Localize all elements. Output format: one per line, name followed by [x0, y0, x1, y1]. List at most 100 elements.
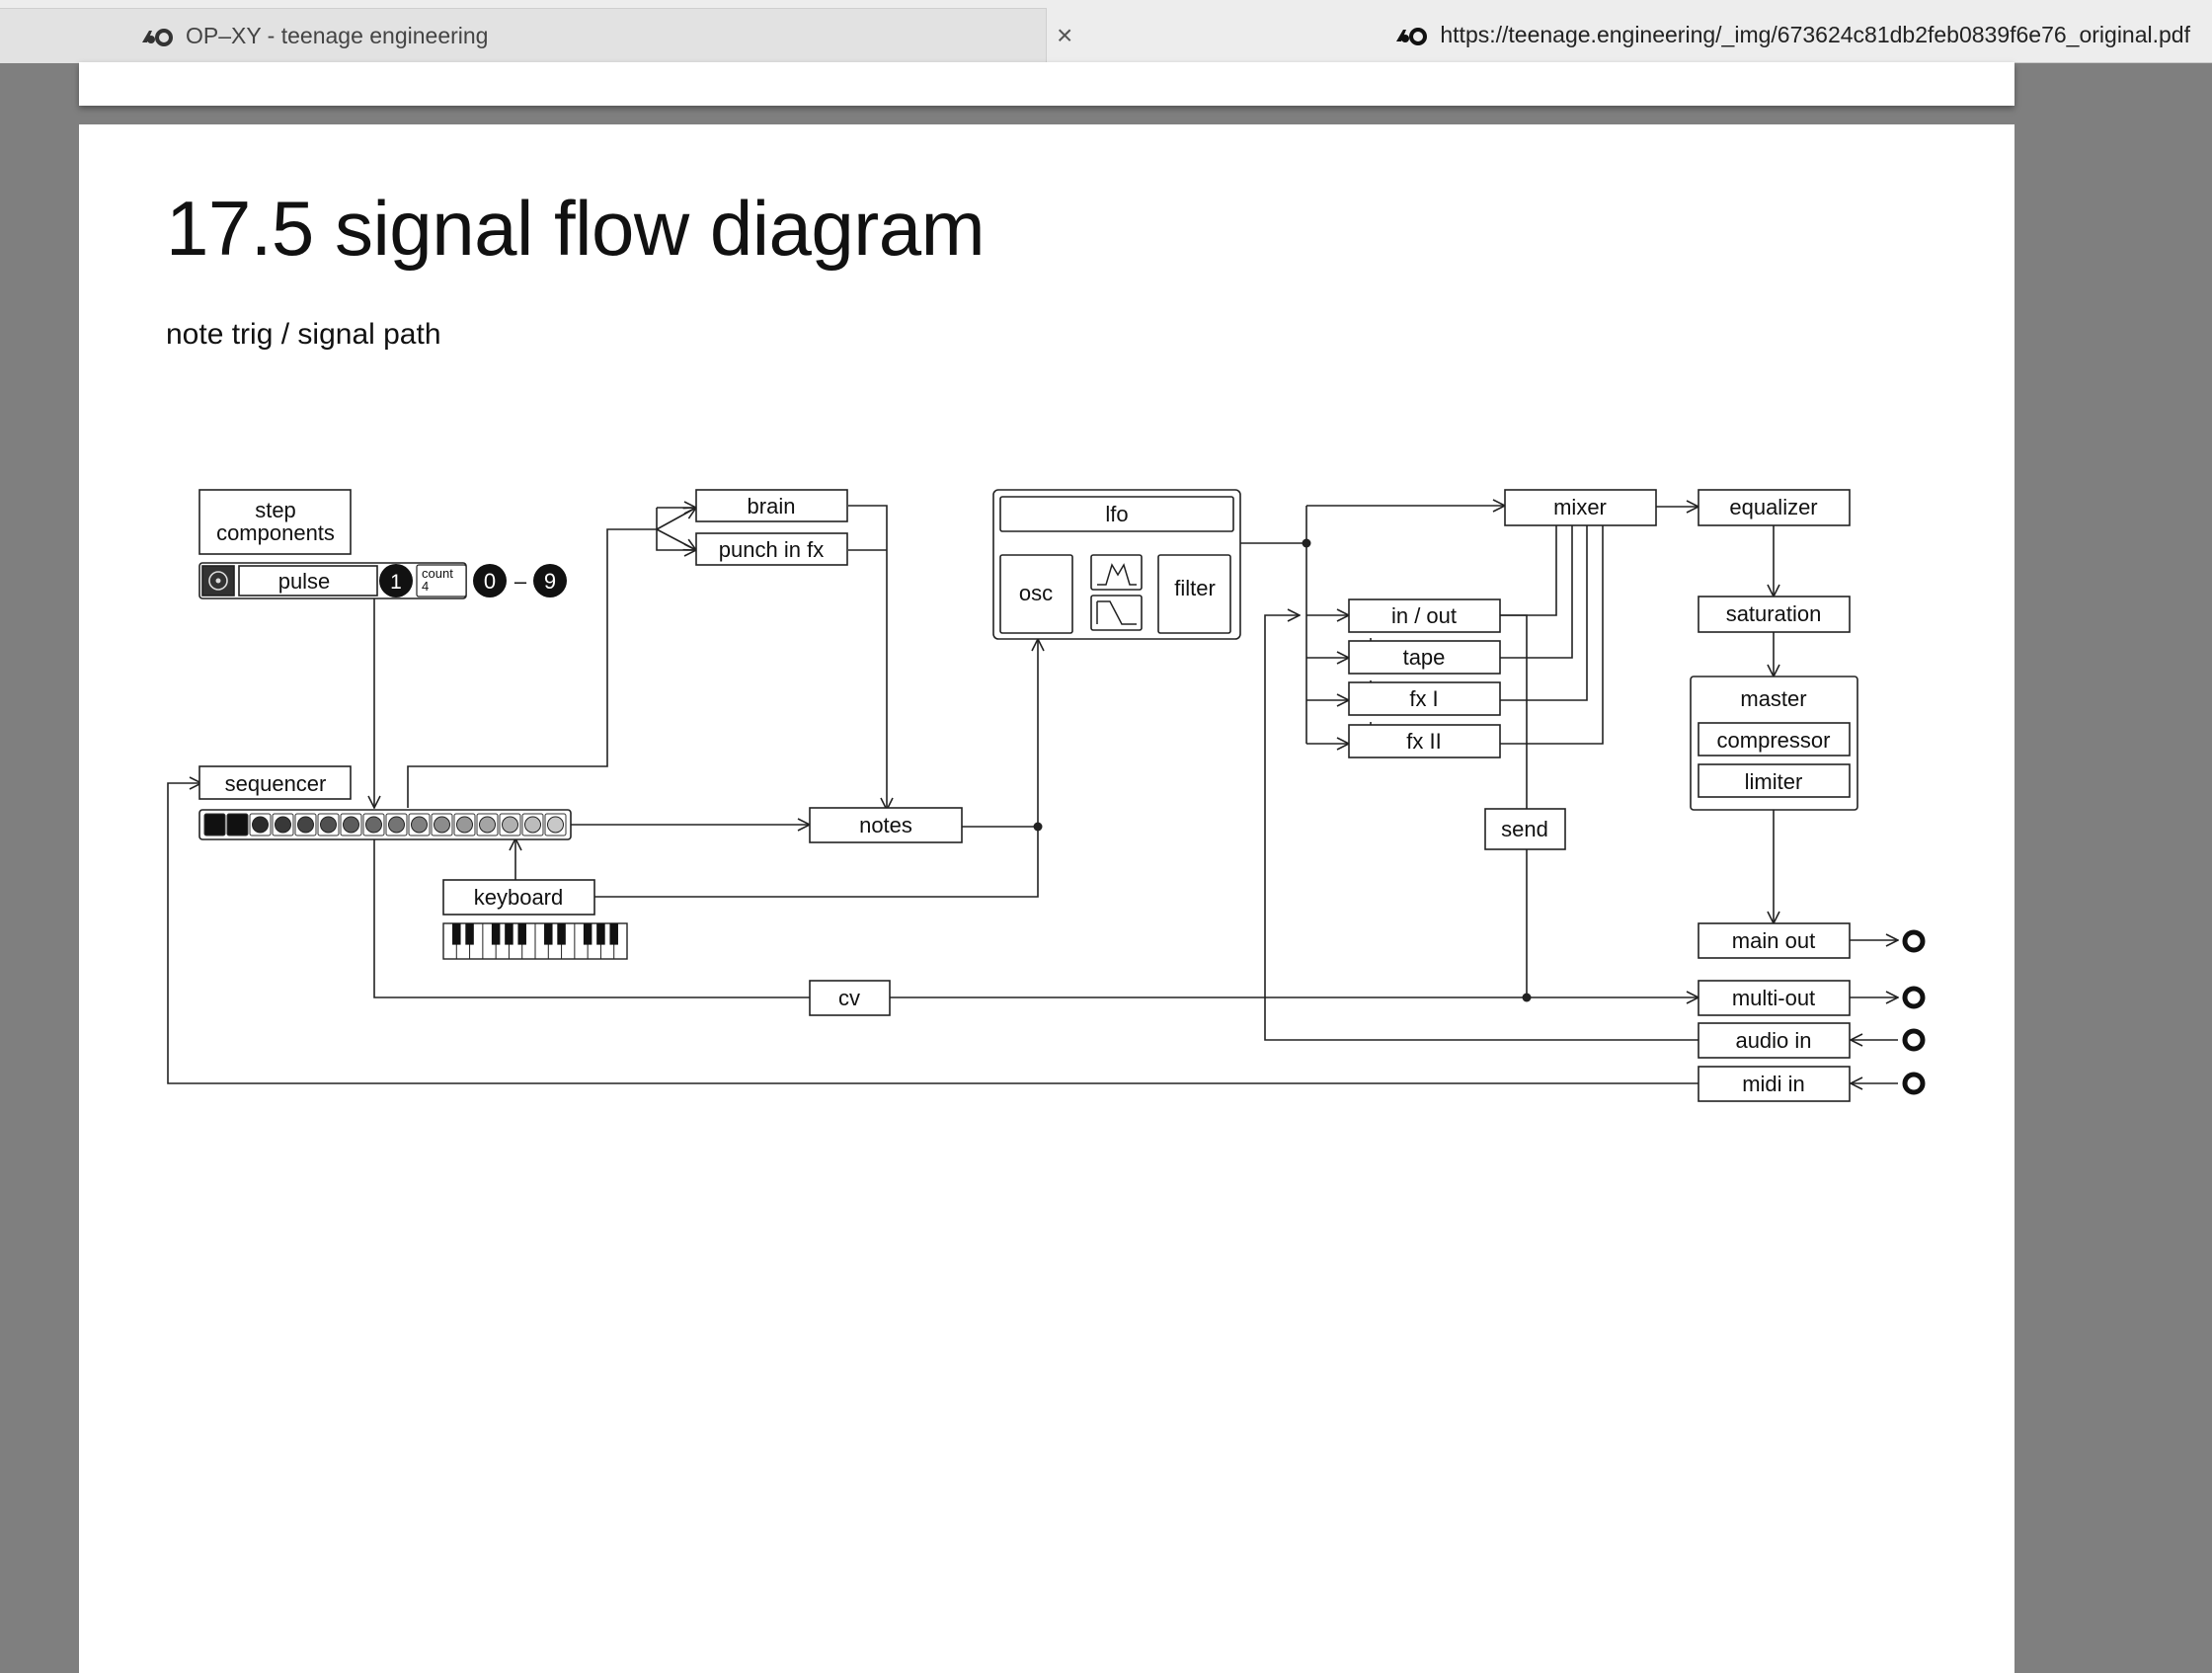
box-compressor: [1698, 722, 1851, 757]
step-strip[interactable]: [198, 809, 572, 840]
box-step-components: [198, 489, 352, 555]
tab-op-xy[interactable]: OP–XY - teenage engineering: [0, 8, 1047, 63]
lowpass-shape-icon: [1096, 600, 1137, 625]
browser-tab-bar: OP–XY - teenage engineering × https://te…: [0, 0, 2212, 63]
label-pulse: pulse: [278, 569, 331, 594]
box-saturation: [1698, 596, 1851, 633]
wire-keyboard-notes: [593, 827, 1039, 898]
wire-seq-cv: [373, 838, 810, 998]
teenage-engineering-logo-icon: [142, 28, 173, 46]
label-punch-in-fx: punch in fx: [719, 537, 824, 562]
label-badge-one: 1: [390, 571, 402, 594]
label-count-value: 4: [422, 579, 429, 594]
jack-audio-in-icon[interactable]: [1902, 1028, 1926, 1052]
label-count: count: [422, 566, 453, 581]
signal-flow-diagram: step components pulse brain punch in fx …: [167, 489, 1926, 1102]
jack-main-out-icon[interactable]: [1902, 929, 1926, 953]
step-light-icon: [388, 816, 405, 834]
box-notes: [809, 807, 963, 843]
step-light-icon: [547, 816, 564, 834]
step-light-icon: [502, 816, 518, 834]
label-fx2: fx II: [1406, 729, 1441, 754]
jack-midi-in-icon[interactable]: [1902, 1072, 1926, 1095]
label-equalizer: equalizer: [1729, 495, 1817, 519]
box-in-out: [1348, 598, 1501, 633]
badge-nine: [533, 564, 567, 598]
box-osc: [999, 554, 1073, 634]
wire-midi-in: [167, 783, 1698, 1084]
label-brain: brain: [748, 494, 796, 518]
page-title: 17.5 signal flow diagram: [166, 185, 986, 272]
label-keyboard: keyboard: [474, 885, 564, 910]
label-fx1: fx I: [1409, 686, 1438, 711]
step-light-icon: [252, 816, 269, 834]
step-light-icon: [365, 816, 382, 834]
pulse-dial-icon: [208, 571, 228, 591]
label-range-dash: –: [514, 569, 527, 594]
jack-multi-out-icon[interactable]: [1902, 986, 1926, 1009]
step-cell[interactable]: [226, 813, 249, 836]
label-range-start: 0: [484, 569, 496, 594]
envelope-shape-icon: [1097, 563, 1137, 586]
label-limiter: limiter: [1745, 769, 1803, 794]
box-sequencer: [198, 765, 352, 800]
step-light-icon: [297, 816, 314, 834]
step-light-icon: [320, 816, 337, 834]
step-cell[interactable]: [203, 813, 226, 836]
teenage-engineering-logo-icon: [1396, 27, 1428, 45]
badge-one: [379, 564, 413, 598]
step-light-icon: [479, 816, 496, 834]
pdf-page: 17.5 signal flow diagram note trig / sig…: [79, 124, 2014, 1673]
wire-notes-osc: [962, 639, 1038, 828]
label-compressor: compressor: [1717, 728, 1831, 753]
box-punch-in-fx: [695, 532, 848, 566]
piano-keyboard-icon: [442, 922, 628, 960]
box-cv: [809, 980, 891, 1016]
box-mixer: [1504, 489, 1657, 526]
label-lfo: lfo: [1105, 502, 1128, 526]
label-audio-in: audio in: [1735, 1028, 1811, 1053]
label-tape: tape: [1403, 645, 1446, 670]
label-filter: filter: [1174, 576, 1216, 600]
box-brain: [695, 489, 848, 522]
url-text: https://teenage.engineering/_img/673624c…: [1440, 22, 2190, 47]
wire-brain-notes: [848, 505, 887, 810]
box-keyboard: [442, 879, 595, 916]
tab-title: OP–XY - teenage engineering: [186, 23, 489, 48]
box-audio-in: [1698, 1022, 1851, 1059]
label-in-out: in / out: [1391, 603, 1457, 628]
tab-pdf-url[interactable]: https://teenage.engineering/_img/673624c…: [1047, 8, 2212, 62]
previous-pdf-page: [79, 62, 2014, 106]
box-main-out: [1698, 922, 1851, 959]
label-osc: osc: [1019, 581, 1053, 605]
badge-zero: [473, 564, 507, 598]
io-jacks: [1902, 929, 1926, 1095]
box-equalizer: [1698, 489, 1851, 526]
box-tape: [1348, 640, 1501, 675]
label-range-end: 9: [544, 569, 556, 594]
step-light-icon: [411, 816, 428, 834]
box-fx2: [1348, 724, 1501, 758]
wire-to-punch: [656, 508, 696, 550]
step-light-icon: [343, 816, 359, 834]
step-light-icon: [275, 816, 291, 834]
wire-inout-mixer: [1500, 525, 1557, 616]
box-midi-in: [1698, 1066, 1851, 1102]
label-send: send: [1501, 817, 1548, 841]
label-midi-in: midi in: [1742, 1072, 1805, 1096]
label-mixer: mixer: [1553, 495, 1607, 519]
step-light-icon: [524, 816, 541, 834]
label-components: components: [216, 520, 335, 545]
step-light-icon: [434, 816, 450, 834]
step-light-icon: [456, 816, 473, 834]
box-limiter: [1698, 763, 1851, 798]
wire-seq-brain: [407, 528, 657, 808]
box-send: [1484, 808, 1566, 850]
label-master: master: [1740, 686, 1806, 711]
label-sequencer: sequencer: [225, 771, 327, 796]
label-cv: cv: [838, 986, 860, 1010]
close-tab-icon[interactable]: ×: [1057, 20, 1073, 50]
wire-send: [1500, 614, 1528, 809]
label-saturation: saturation: [1726, 601, 1822, 626]
label-multi-out: multi-out: [1732, 986, 1815, 1010]
